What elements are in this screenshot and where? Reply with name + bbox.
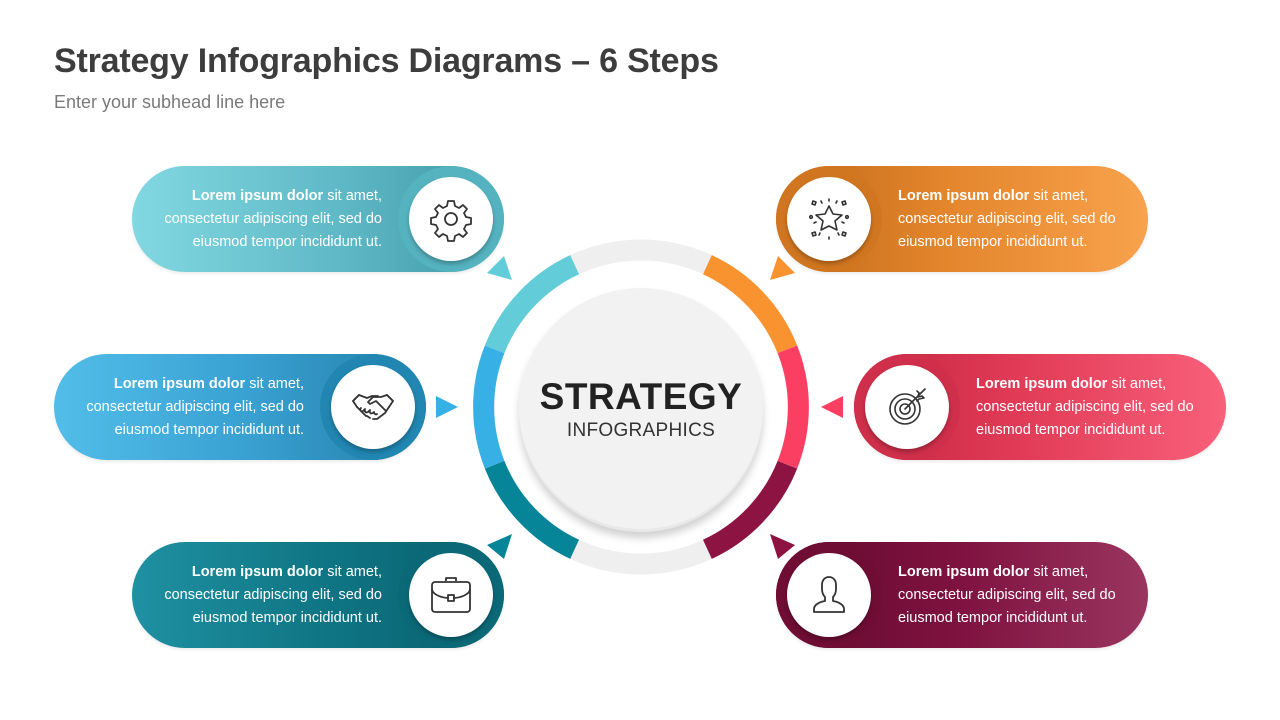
ring-segment-2 [473, 345, 505, 469]
step-text: Lorem ipsum dolor sit amet, consectetur … [132, 561, 382, 630]
pointer-triangle-3 [487, 534, 512, 559]
step-line3: eiusmod tempor incididunt ut. [114, 422, 304, 438]
center-title: STRATEGY [539, 376, 743, 417]
step-line2: consectetur adipiscing elit, sed do [898, 211, 1116, 227]
pointer-triangle-4 [770, 256, 795, 280]
step-line2: consectetur adipiscing elit, sed do [976, 399, 1194, 415]
step-bold-lead: Lorem ipsum dolor [898, 188, 1030, 204]
icon-disc [787, 553, 871, 637]
target-icon [889, 388, 926, 425]
step-line2: consectetur adipiscing elit, sed do [164, 587, 382, 603]
step-text: Lorem ipsum dolor sit amet, consectetur … [898, 185, 1148, 254]
step-line1: sit amet, [245, 376, 304, 392]
step-text: Lorem ipsum dolor sit amet, consectetur … [898, 561, 1148, 630]
step-card-6: Lorem ipsum dolor sit amet, consectetur … [776, 542, 1148, 648]
gear-icon [430, 200, 472, 242]
step-card-1: Lorem ipsum dolor sit amet, consectetur … [132, 166, 504, 272]
step-card-2: Lorem ipsum dolor sit amet, consectetur … [54, 354, 426, 460]
step-card-4: Lorem ipsum dolor sit amet, consectetur … [776, 166, 1148, 272]
step-text: Lorem ipsum dolor sit amet, consectetur … [54, 373, 304, 442]
pointer-triangle-6 [770, 534, 795, 559]
icon-badge [776, 542, 882, 648]
icon-badge [398, 542, 504, 648]
icon-disc [409, 553, 493, 637]
step-line3: eiusmod tempor incididunt ut. [898, 234, 1088, 250]
step-line2: consectetur adipiscing elit, sed do [898, 587, 1116, 603]
step-bold-lead: Lorem ipsum dolor [191, 188, 324, 204]
pointer-triangle-5 [821, 396, 843, 418]
page-title: Strategy Infographics Diagrams – 6 Steps [54, 42, 719, 80]
center-subtitle: INFOGRAPHICS [566, 420, 716, 441]
step-line3: eiusmod tempor incididunt ut. [192, 234, 382, 250]
icon-disc [865, 365, 949, 449]
step-line1: sit amet, [1029, 188, 1089, 204]
step-bold-lead: Lorem ipsum dolor [898, 564, 1030, 580]
handshake-icon [352, 394, 394, 420]
icon-disc [409, 177, 493, 261]
step-card-3: Lorem ipsum dolor sit amet, consectetur … [132, 542, 504, 648]
star-icon [808, 198, 850, 240]
step-line1: sit amet, [1107, 376, 1167, 392]
step-line1: sit amet, [323, 188, 382, 204]
icon-badge [320, 354, 426, 460]
ring-segment-5 [777, 345, 809, 469]
user-icon [813, 576, 845, 613]
page-subtitle: Enter your subhead line here [54, 92, 286, 112]
icon-badge [398, 166, 504, 272]
pointer-triangle-1 [487, 256, 512, 280]
pointer-triangle-2 [436, 396, 458, 418]
step-bold-lead: Lorem ipsum dolor [976, 376, 1108, 392]
icon-badge [776, 166, 882, 272]
step-text: Lorem ipsum dolor sit amet, consectetur … [132, 185, 382, 254]
step-line3: eiusmod tempor incididunt ut. [192, 610, 382, 626]
step-line2: consectetur adipiscing elit, sed do [164, 211, 382, 227]
step-line3: eiusmod tempor incididunt ut. [898, 610, 1088, 626]
step-text: Lorem ipsum dolor sit amet, consectetur … [976, 373, 1226, 442]
step-line1: sit amet, [1029, 564, 1089, 580]
step-line2: consectetur adipiscing elit, sed do [86, 399, 304, 415]
step-line3: eiusmod tempor incididunt ut. [976, 422, 1166, 438]
icon-disc [787, 177, 871, 261]
step-line1: sit amet, [323, 564, 382, 580]
step-bold-lead: Lorem ipsum dolor [113, 376, 246, 392]
step-card-5: Lorem ipsum dolor sit amet, consectetur … [854, 354, 1226, 460]
step-bold-lead: Lorem ipsum dolor [191, 564, 324, 580]
icon-badge [854, 354, 960, 460]
icon-disc [331, 365, 415, 449]
center-hub: STRATEGY INFOGRAPHICS [519, 288, 763, 532]
briefcase-icon [431, 577, 471, 613]
